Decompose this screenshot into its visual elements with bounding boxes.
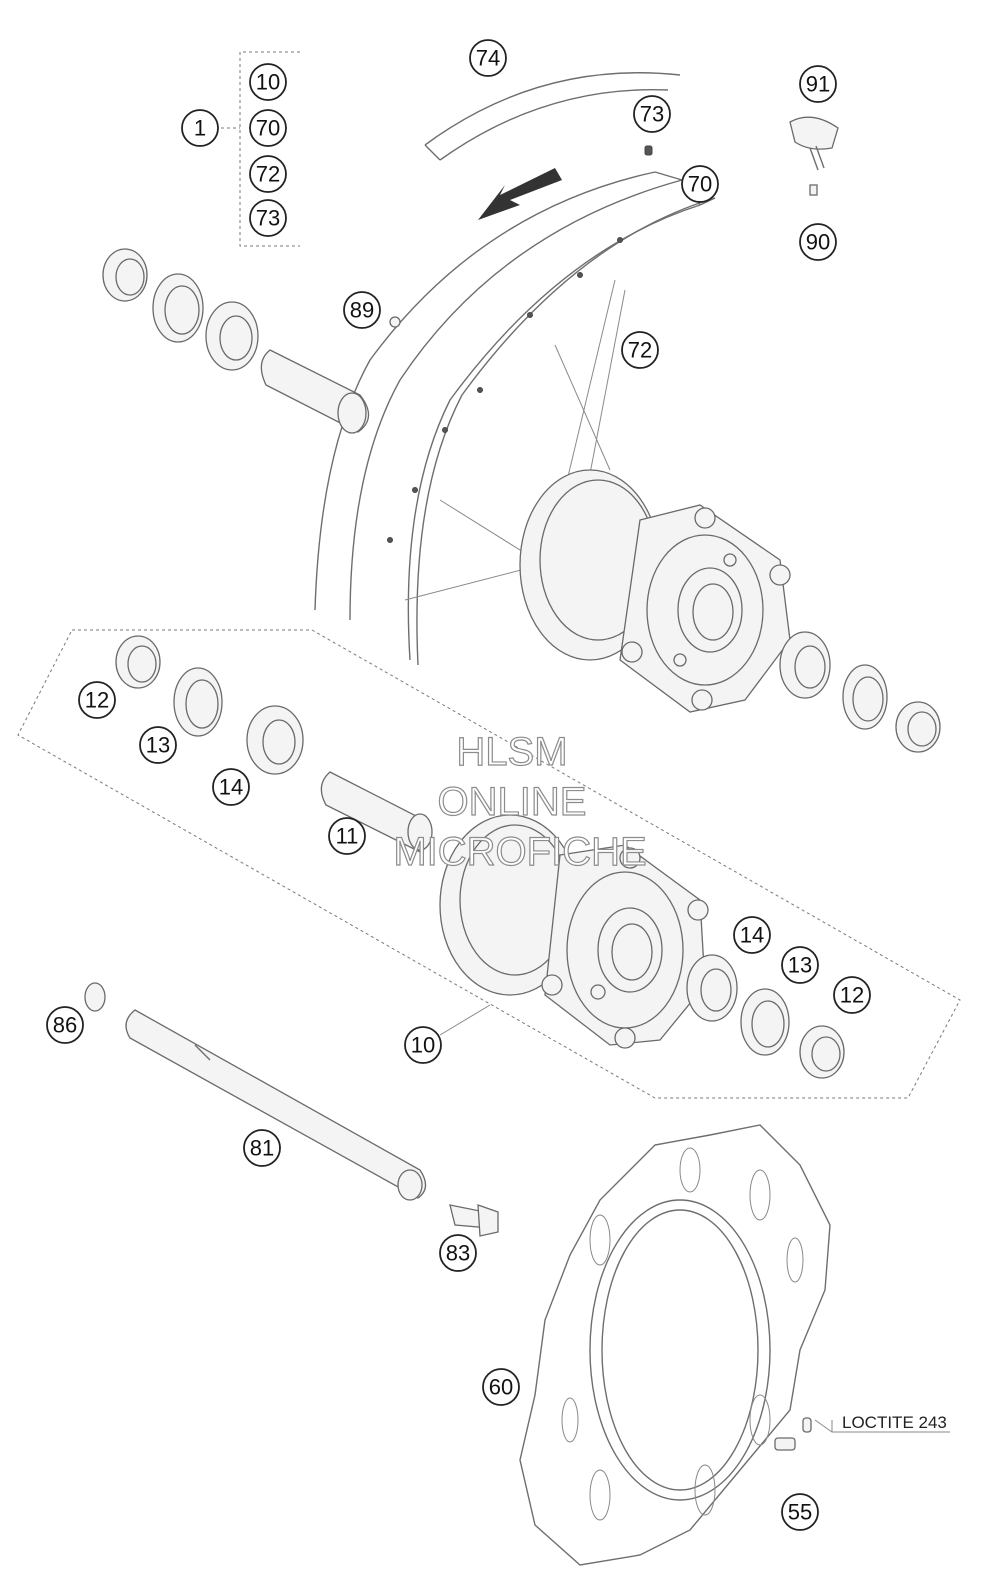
callout-70[interactable]: 70 (681, 165, 719, 203)
callout-14-label: 14 (219, 775, 243, 800)
rotation-arrow (478, 168, 562, 220)
callout-11-label: 11 (336, 824, 359, 849)
callout-74[interactable]: 74 (469, 39, 507, 77)
callout-89[interactable]: 89 (343, 291, 381, 329)
callout-60-label: 60 (489, 1375, 513, 1400)
callout-73[interactable]: 73 (633, 95, 671, 133)
callout-90[interactable]: 90 (799, 223, 837, 261)
callout-13-label: 13 (146, 733, 170, 758)
callout-14[interactable]: 14 (212, 768, 250, 806)
axle-bolt (449, 1204, 499, 1237)
hub-assembly-upper (519, 469, 791, 713)
kit-bracket (221, 51, 300, 247)
callout-12[interactable]: 12 (78, 681, 116, 719)
callout-73-label: 73 (256, 206, 280, 231)
callout-81[interactable]: 81 (243, 1129, 281, 1167)
callout-83-label: 83 (446, 1241, 470, 1266)
callout-73[interactable]: 73 (249, 199, 287, 237)
callout-14[interactable]: 14 (733, 916, 771, 954)
callout-86[interactable]: 86 (46, 1006, 84, 1044)
callout-72-label: 72 (628, 338, 652, 363)
leader-10b (439, 1004, 491, 1036)
brake-disc (519, 1124, 831, 1566)
callout-11[interactable]: 11 (328, 817, 366, 855)
callout-1[interactable]: 1 (181, 109, 219, 147)
callout-72[interactable]: 72 (249, 155, 287, 193)
callout-70-label: 70 (688, 172, 712, 197)
callout-10[interactable]: 10 (404, 1026, 442, 1064)
callout-55-label: 55 (788, 1500, 812, 1525)
upper-right-parts (779, 631, 941, 753)
axle (84, 982, 427, 1201)
callout-10[interactable]: 10 (249, 63, 287, 101)
hub-assembly-lower (439, 814, 709, 1049)
callout-13[interactable]: 13 (139, 726, 177, 764)
hub-kit-frame (17, 629, 961, 1099)
callout-91-label: 91 (806, 72, 830, 97)
callout-91[interactable]: 91 (799, 65, 837, 103)
callout-73-label: 73 (640, 102, 664, 127)
loctite-note: LOCTITE 243 (842, 1413, 947, 1432)
callout-13-label: 13 (788, 953, 812, 978)
callout-1-label: 1 (194, 116, 206, 141)
lower-left-parts (115, 635, 433, 853)
watermark-line3: MICROFICHE (393, 830, 646, 874)
callout-60[interactable]: 60 (482, 1368, 520, 1406)
callout-12-label: 12 (85, 688, 109, 713)
callout-10-label: 10 (256, 70, 280, 95)
spoke-nipple-small (644, 145, 653, 156)
callout-72-label: 72 (256, 162, 280, 187)
callout-12[interactable]: 12 (833, 976, 871, 1014)
callout-14-label: 14 (740, 923, 764, 948)
callout-83[interactable]: 83 (439, 1234, 477, 1272)
watermark-line2: ONLINE (438, 780, 587, 824)
callout-89-label: 89 (350, 298, 374, 323)
ball (389, 316, 401, 328)
callout-12-label: 12 (840, 983, 864, 1008)
callout-72[interactable]: 72 (621, 331, 659, 369)
callout-70-label: 70 (256, 116, 280, 141)
disc-bolt (774, 1417, 812, 1451)
callout-74-label: 74 (476, 46, 500, 71)
callout-13[interactable]: 13 (781, 946, 819, 984)
callout-55[interactable]: 55 (781, 1493, 819, 1531)
watermark-line1: HLSM (456, 730, 567, 774)
callout-81-label: 81 (250, 1136, 274, 1161)
callout-10-label: 10 (411, 1033, 435, 1058)
callout-86-label: 86 (53, 1013, 77, 1038)
upper-left-parts (102, 248, 370, 434)
rim-tape (424, 72, 681, 161)
watermark: HLSM ONLINE MICROFICHE (393, 729, 648, 874)
lower-right-parts (686, 954, 845, 1079)
callout-90-label: 90 (806, 230, 830, 255)
callout-70[interactable]: 70 (249, 109, 287, 147)
valve-cap (789, 116, 839, 196)
